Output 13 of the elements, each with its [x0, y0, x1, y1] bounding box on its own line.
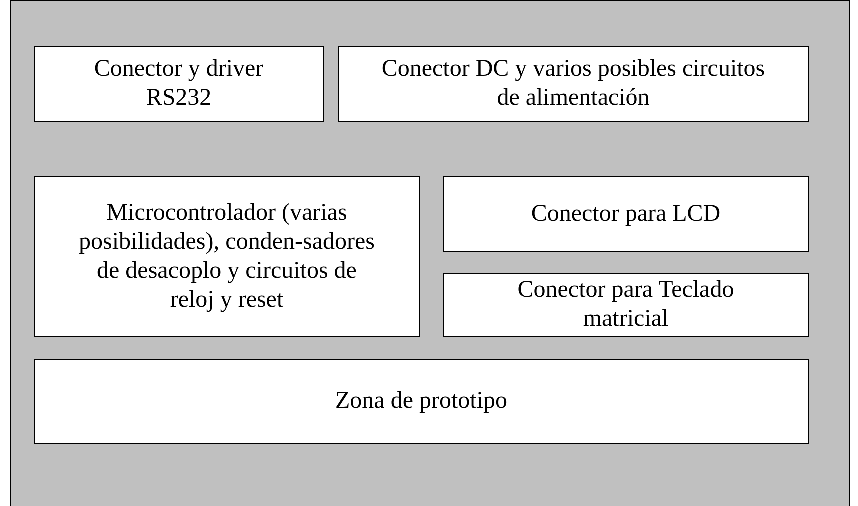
block-label: Zona de prototipo: [334, 387, 508, 416]
block-label: Conector para LCD: [530, 200, 722, 228]
block-label: Conector DC y varios posibles circuitos de alimentación: [380, 55, 766, 113]
block-box: [34, 46, 324, 122]
block-label: Microcontrolador (varias posibilidades), conden-sadores de desacoplo y circuitos de reloj y reset: [78, 198, 376, 314]
board-panel: [10, 0, 850, 506]
block-box: [443, 273, 809, 337]
block-box: [34, 176, 420, 337]
block-box: [443, 176, 809, 252]
block-label: Conector para Teclado matricial: [516, 276, 736, 334]
block-box: [338, 46, 809, 122]
block-box: [34, 359, 809, 444]
block-label: Conector y driver RS232: [93, 55, 265, 113]
